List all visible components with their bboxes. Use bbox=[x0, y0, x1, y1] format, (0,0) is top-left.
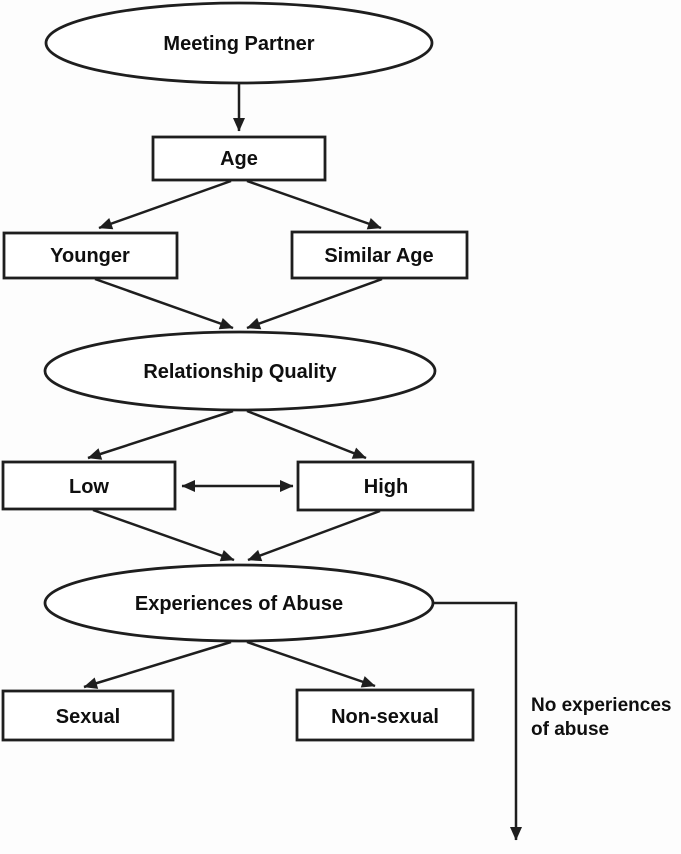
meeting-partner-ellipse bbox=[44, 1, 434, 85]
relationship-quality-ellipse bbox=[43, 330, 437, 412]
similar-age-label: Similar Age bbox=[324, 245, 433, 267]
non-sexual-label: Non-sexual bbox=[331, 706, 439, 728]
meeting-partner-label: Meeting Partner bbox=[163, 33, 314, 55]
younger-label: Younger bbox=[50, 245, 130, 267]
edge-group bbox=[83, 84, 522, 841]
node-low: Low bbox=[1, 460, 177, 511]
experiences-of-abuse-label: Experiences of Abuse bbox=[135, 593, 343, 615]
edge-age-to-similar-age bbox=[246, 179, 382, 230]
node-experiences-of-abuse: Experiences of Abuse bbox=[43, 563, 435, 643]
age-label: Age bbox=[220, 148, 258, 170]
edge-low-to-experiences-of-abuse bbox=[92, 508, 235, 562]
similar-age-rect bbox=[290, 230, 469, 280]
node-high: High bbox=[296, 460, 475, 512]
node-sexual: Sexual bbox=[1, 689, 175, 742]
non-sexual-rect bbox=[295, 688, 475, 742]
node-meeting-partner: Meeting Partner bbox=[44, 1, 434, 85]
high-rect bbox=[296, 460, 475, 512]
age-rect bbox=[151, 135, 327, 182]
low-label: Low bbox=[69, 476, 109, 498]
sexual-rect bbox=[1, 689, 175, 742]
node-age: Age bbox=[151, 135, 327, 182]
node-similar-age: Similar Age bbox=[290, 230, 469, 280]
edge-experiences-of-abuse-to-non-sexual bbox=[246, 640, 376, 688]
no-experiences-annotation-line2: of abuse bbox=[531, 719, 609, 740]
no-experiences-annotation-line1: No experiences bbox=[531, 695, 671, 716]
edge-no-experiences-of-abuse-exit bbox=[433, 601, 522, 841]
sexual-label: Sexual bbox=[56, 706, 120, 728]
high-label: High bbox=[364, 476, 408, 498]
edge-similar-age-to-relationship-quality bbox=[246, 277, 383, 330]
experiences-of-abuse-ellipse bbox=[43, 563, 435, 643]
low-rect bbox=[1, 460, 177, 511]
node-non-sexual: Non-sexual bbox=[295, 688, 475, 742]
edge-age-to-younger bbox=[98, 179, 232, 230]
edge-younger-to-relationship-quality bbox=[94, 277, 234, 330]
node-younger: Younger bbox=[2, 231, 179, 280]
node-relationship-quality: Relationship Quality bbox=[43, 330, 437, 412]
edge-experiences-of-abuse-to-sexual bbox=[83, 640, 232, 689]
edge-high-to-experiences-of-abuse bbox=[247, 509, 381, 562]
edge-relationship-quality-to-low bbox=[87, 409, 234, 460]
no-experiences-annotation: No experiences of abuse bbox=[531, 695, 671, 740]
relationship-quality-label: Relationship Quality bbox=[143, 361, 337, 383]
younger-rect bbox=[2, 231, 179, 280]
edge-relationship-quality-to-high bbox=[246, 409, 367, 460]
